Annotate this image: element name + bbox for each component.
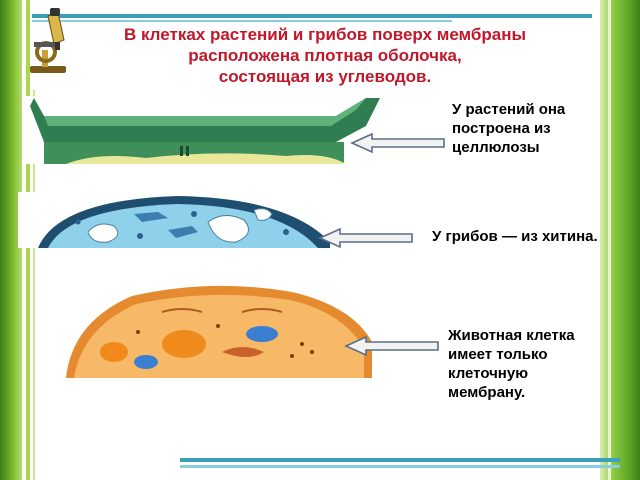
- animal-caption-line-3: клеточную: [448, 365, 529, 382]
- fungi-cell-image: [18, 192, 330, 248]
- title-line-2: расположена плотная оболочка,: [188, 46, 462, 65]
- right-accent-line: [608, 0, 611, 480]
- animal-cell-image: [42, 282, 372, 378]
- title-line-1: В клетках растений и грибов поверх мембр…: [123, 25, 527, 44]
- plant-cell-wall-image: [26, 96, 402, 164]
- top-accent-line: [32, 14, 592, 18]
- fungi-caption: У грибов — из хитина.: [432, 228, 598, 245]
- plant-caption-line-3: целлюлозы: [452, 139, 540, 156]
- animal-caption-line-2: имеет только: [448, 346, 548, 363]
- animal-caption: Животная клетка имеет только клеточную м…: [448, 326, 598, 402]
- animal-caption-line-1: Животная клетка: [448, 327, 575, 344]
- left-green-border: [0, 0, 22, 480]
- bottom-accent-line-thin: [180, 465, 620, 468]
- animal-caption-line-4: мембрану.: [448, 384, 526, 401]
- arrow-left-icon: [350, 132, 446, 158]
- arrow-left-icon: [344, 335, 440, 361]
- arrow-left-icon: [318, 227, 414, 253]
- plant-caption-line-1: У растений она: [452, 101, 566, 118]
- bottom-accent-line: [180, 458, 620, 462]
- top-accent-line-thin: [32, 20, 452, 22]
- microscope-icon: [24, 6, 74, 81]
- plant-caption-line-2: построена из: [452, 120, 551, 137]
- right-green-border: [600, 0, 640, 480]
- slide-title: В клетках растений и грибов поверх мембр…: [60, 24, 590, 87]
- plant-caption: У растений она построена из целлюлозы: [452, 100, 602, 157]
- title-line-3: состоящая из углеводов.: [218, 67, 432, 86]
- left-accent-line-thin: [33, 90, 35, 480]
